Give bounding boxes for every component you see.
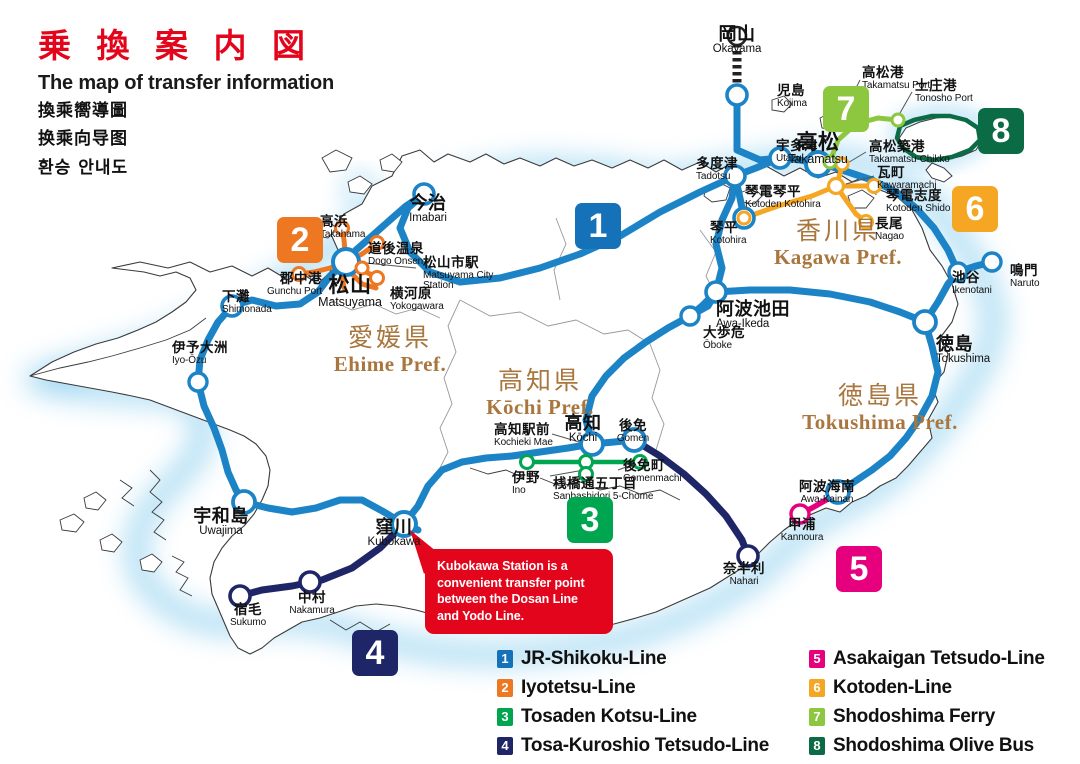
station-dot-kawaramachi [826, 176, 846, 196]
station-dot-kochi [579, 431, 605, 457]
station-dot-dogo-onsen [369, 235, 385, 251]
station-dot-kotoden-kotohira [736, 210, 752, 226]
station-dot-kotoden-shido [866, 178, 882, 194]
station-dot-kannoura [789, 503, 811, 525]
station-dot-oboke [679, 305, 701, 327]
coast-detail [29, 317, 681, 633]
station-dot-uwajima [231, 489, 257, 515]
station-dot-kojima [725, 83, 749, 107]
station-dot-matsuyama-city [354, 260, 370, 276]
station-dot-tokushima [912, 309, 938, 335]
station-dot-sanbashidori [578, 466, 594, 482]
station-dot-naruto [981, 251, 1003, 273]
olive-bus-route [894, 113, 983, 163]
station-markers [187, 25, 1003, 608]
station-dot-gunchu-port [291, 266, 307, 282]
station-dot-ikenotani [947, 261, 969, 283]
station-dot-gomenmachi [632, 454, 648, 470]
shikoku-landmass [29, 149, 959, 655]
station-dot-iyo-ozu [187, 371, 209, 393]
station-dot-okayama [726, 25, 748, 47]
station-dot-awa-kainan [825, 479, 851, 505]
tosa-kuroshio-line [236, 436, 752, 600]
station-dot-takamatsu-chikko [834, 156, 850, 172]
station-dot-nahari [736, 544, 760, 568]
station-dot-utazu [768, 146, 792, 170]
station-dot-ino [519, 454, 535, 470]
station-dot-takamatsu-port [822, 154, 838, 170]
station-dot-matsuyama [331, 247, 361, 277]
station-dot-shimonada [220, 294, 244, 318]
station-dot-takahama [334, 220, 350, 236]
station-dot-yokogawara [369, 270, 385, 286]
station-dot-tadotsu [723, 164, 747, 188]
station-dot-nagao [858, 214, 874, 230]
station-dot-imabari [412, 182, 436, 206]
station-dot-gomen [621, 427, 647, 453]
station-dot-tonosho-port [890, 112, 906, 128]
station-dot-sukumo [228, 584, 252, 608]
station-dot-awa-ikeda [704, 280, 728, 304]
station-dot-nakamura [298, 570, 322, 594]
